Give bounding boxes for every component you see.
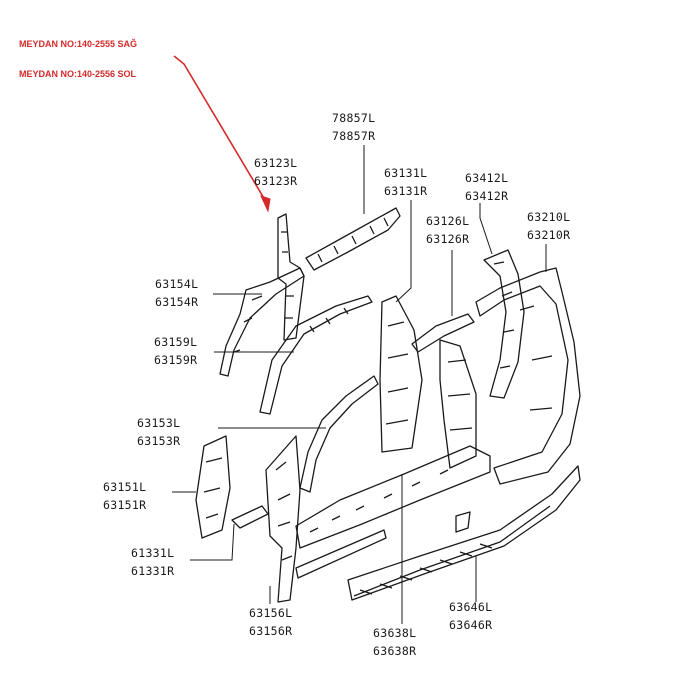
part-inner-body-side <box>295 445 491 579</box>
callout-61331: 61331L 61331R <box>131 544 174 580</box>
callout-63638: 63638L 63638R <box>373 624 416 660</box>
part-roof-side-outer <box>411 313 475 353</box>
part-rear-quarter-inner <box>483 249 525 399</box>
callout-63153: 63153L 63153R <box>137 414 180 450</box>
part-number-left: 63151L <box>103 480 147 494</box>
part-front-pillar-panel <box>299 375 379 493</box>
callout-63123: 63123L 63123R <box>254 154 297 190</box>
part-number-right: 63126R <box>426 232 470 246</box>
part-number-right: 61331R <box>131 564 175 578</box>
callout-63210: 63210L 63210R <box>527 208 570 244</box>
part-number-right: 63151R <box>103 498 147 512</box>
part-number-left: 63126L <box>426 214 470 228</box>
part-number-right: 63123R <box>254 174 298 188</box>
part-number-left: 63638L <box>373 626 417 640</box>
part-number-right: 63156R <box>249 624 293 638</box>
part-number-right: 63154R <box>155 295 199 309</box>
part-quarter-outer <box>475 267 581 485</box>
part-number-left: 63159L <box>154 335 198 349</box>
part-number-right: 78857R <box>332 129 376 143</box>
part-number-right: 63412R <box>465 189 509 203</box>
part-number-left: 63412L <box>465 171 509 185</box>
part-a-pillar-upper <box>277 213 305 341</box>
part-number-left: 63153L <box>137 416 181 430</box>
callout-63646: 63646L 63646R <box>449 598 492 634</box>
note-right-part: MEYDAN NO:140-2555 SAĞ <box>19 39 138 49</box>
part-number-right: 63159R <box>154 353 198 367</box>
part-number-left: 63123L <box>254 156 298 170</box>
part-bracket <box>231 505 269 529</box>
part-number-left: 63154L <box>155 277 199 291</box>
part-number-right: 63646R <box>449 618 493 632</box>
part-number-right: 63210R <box>527 228 571 242</box>
callout-63126: 63126L 63126R <box>426 212 469 248</box>
part-number-left: 63131L <box>384 166 428 180</box>
part-number-left: 63156L <box>249 606 293 620</box>
part-number-right: 63153R <box>137 434 181 448</box>
part-cowl-side <box>195 435 231 539</box>
part-number-right: 63131R <box>384 184 428 198</box>
callout-63412: 63412L 63412R <box>465 169 508 205</box>
callout-63159: 63159L 63159R <box>154 333 197 369</box>
part-inner-center-pillar <box>439 339 477 469</box>
pointer-arrow <box>173 55 271 213</box>
part-rocker-outer <box>347 465 581 601</box>
callout-63156: 63156L 63156R <box>249 604 292 640</box>
part-number-left: 63210L <box>527 210 571 224</box>
part-number-left: 78857L <box>332 111 376 125</box>
leader-lines <box>172 145 547 624</box>
part-number-left: 63646L <box>449 600 493 614</box>
note-left-part: MEYDAN NO:140-2556 SOL <box>19 69 137 79</box>
part-a-pillar-reinforcement <box>219 267 305 377</box>
part-hinge-pillar <box>265 435 301 603</box>
part-roof-rail <box>259 295 373 415</box>
callout-63131: 63131L 63131R <box>384 164 427 200</box>
callout-63154: 63154L 63154R <box>155 275 198 311</box>
callout-63151: 63151L 63151R <box>103 478 146 514</box>
part-center-pillar <box>379 295 423 453</box>
part-number-right: 63638R <box>373 644 417 658</box>
callout-78857: 78857L 78857R <box>332 109 375 145</box>
part-roof-rail-front <box>305 207 401 271</box>
part-number-left: 61331L <box>131 546 175 560</box>
